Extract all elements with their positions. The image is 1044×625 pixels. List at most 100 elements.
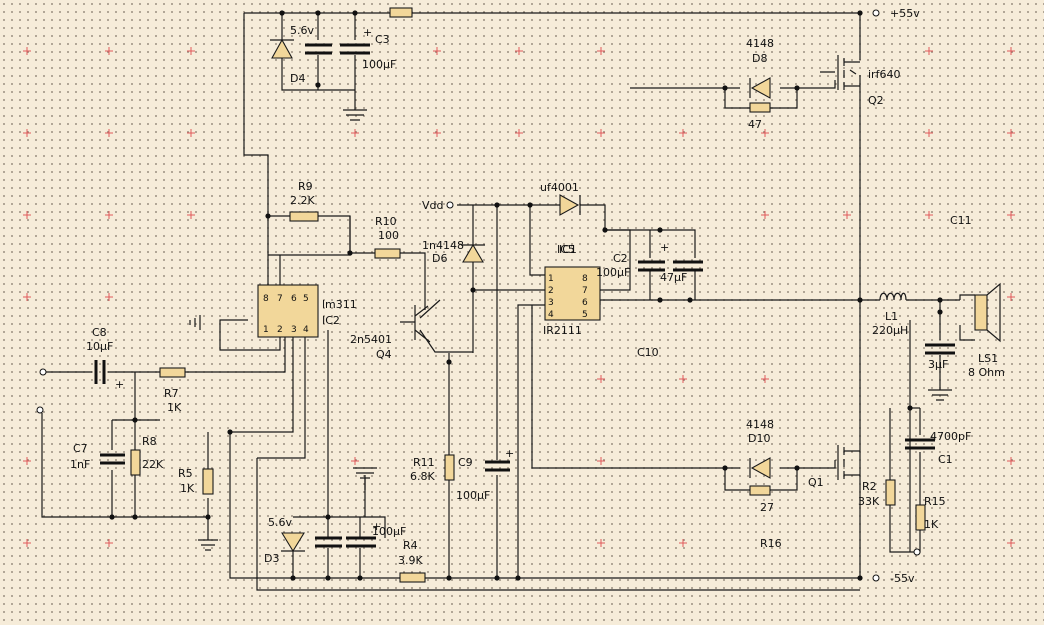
resistor-r8 — [130, 449, 141, 476]
ic1-pin6: 6 — [582, 298, 588, 308]
r7-ref: R7 — [164, 387, 179, 400]
resistor-r47 — [749, 102, 771, 113]
ic1-pin3: 3 — [548, 298, 554, 308]
r4-ref: R4 — [403, 539, 418, 552]
label-vplus: +55v — [890, 7, 920, 20]
r2-value: 33K — [858, 495, 880, 508]
c100b-value: 100µF — [372, 525, 406, 538]
resistor-r15 — [915, 504, 926, 531]
ic1-pin5: 5 — [582, 310, 588, 320]
d3-ref: D3 — [264, 552, 279, 565]
d3-value: 5.6v — [268, 516, 292, 529]
q2-value: irf640 — [868, 68, 900, 81]
c1-ref: C1 — [938, 453, 953, 466]
speaker-ls1 — [974, 282, 1001, 343]
c9-value: 100µF — [456, 489, 490, 502]
q1-ref: Q1 — [808, 476, 824, 489]
wires — [41, 12, 975, 591]
r16-ref: R16 — [760, 537, 782, 550]
terminals — [36, 9, 921, 582]
r11-ref: R11 — [413, 456, 435, 469]
resistors — [130, 7, 926, 583]
c7-ref: C7 — [73, 442, 88, 455]
capacitors — [94, 43, 955, 548]
junctions — [109, 10, 943, 581]
ic2-pin4: 4 — [303, 325, 309, 335]
c11-ref: C11 — [950, 214, 972, 227]
resistor-r4 — [399, 572, 426, 583]
ic1-pin1: 1 — [548, 274, 554, 284]
ic-ir2111 — [544, 266, 601, 321]
d8-ref: D8 — [752, 52, 767, 65]
r2-ref: R2 — [862, 480, 877, 493]
r8-value: 22K — [142, 458, 164, 471]
c10-ref: C10 — [637, 346, 659, 359]
c2-value: 100µF — [596, 266, 630, 279]
ground-symbols — [189, 109, 952, 551]
label-vdd: Vdd — [422, 199, 444, 212]
ls1-value: 8 Ohm — [968, 366, 1005, 379]
label-vminus: -55v — [890, 572, 915, 585]
c2-ref: C2 — [613, 252, 628, 265]
resistor-top — [389, 7, 413, 18]
ic2-pin2: 2 — [277, 325, 283, 335]
plus-c8: + — [115, 378, 124, 391]
ic2-pin3: 3 — [291, 325, 297, 335]
c3u-value: 3µF — [928, 358, 948, 371]
resistor-r7 — [159, 367, 186, 378]
ls1-ref: LS1 — [978, 352, 998, 365]
ic2-value: lm311 — [322, 298, 357, 311]
r47-value: 47 — [748, 118, 762, 131]
ic2-pin6: 6 — [291, 294, 297, 304]
r15-ref: R15 — [924, 495, 946, 508]
labels: +55v -55v Vdd 5.6v D4 C3 100µF + 4148 D8… — [70, 7, 1005, 585]
d6-value: 1n4148 — [422, 239, 464, 252]
c9-ref: C9 — [458, 456, 473, 469]
c8-ref: C8 — [92, 326, 107, 339]
transistors — [400, 55, 860, 480]
c3-value: 100µF — [362, 58, 396, 71]
d4-ref: D4 — [290, 72, 305, 85]
resistor-r2 — [885, 479, 896, 506]
q4-value: 2n5401 — [350, 333, 392, 346]
c7-value: 1nF — [70, 458, 90, 471]
r10-value: 100 — [378, 229, 399, 242]
l1-ref: L1 — [885, 310, 898, 323]
r9-ref: R9 — [298, 180, 313, 193]
r9-value: 2.2K — [290, 194, 315, 207]
c8-value: 10µF — [86, 340, 113, 353]
resistor-r10 — [374, 248, 401, 259]
inductor-l1 — [879, 292, 907, 301]
ic2-pin5: 5 — [303, 294, 309, 304]
grid-markers — [23, 47, 1015, 547]
d10-value: 4148 — [746, 418, 774, 431]
ic1-value: IR2111 — [543, 324, 582, 337]
d6-ref: D6 — [432, 252, 447, 265]
diodes — [270, 38, 771, 553]
r11-value: 6.8K — [410, 470, 435, 483]
plus-c9: + — [505, 447, 514, 460]
ic1-pin8: 8 — [582, 274, 588, 284]
ic2-pin1: 1 — [263, 325, 269, 335]
c3-ref: C3 — [375, 33, 390, 46]
ic1-pin7: 7 — [582, 286, 588, 296]
q2-ref: Q2 — [868, 94, 884, 107]
r10-ref: R10 — [375, 215, 397, 228]
ic2-pin7: 7 — [277, 294, 283, 304]
r15-value: 1K — [924, 518, 939, 531]
ic1-pin2: 2 — [548, 286, 554, 296]
ic2-pin8: 8 — [263, 294, 269, 304]
ic1-overlap: IC5 — [557, 243, 575, 256]
plus-c47: + — [660, 241, 669, 254]
r8-ref: R8 — [142, 435, 157, 448]
ic-lm311 — [257, 284, 319, 338]
r27-value: 27 — [760, 501, 774, 514]
resistor-r5 — [202, 468, 214, 495]
resistor-r9 — [289, 211, 319, 222]
d4-value: 5.6v — [290, 24, 314, 37]
ic2-ref: IC2 — [322, 314, 340, 327]
plus-c100b: + — [372, 520, 381, 533]
c47-value: 47µF — [660, 271, 687, 284]
